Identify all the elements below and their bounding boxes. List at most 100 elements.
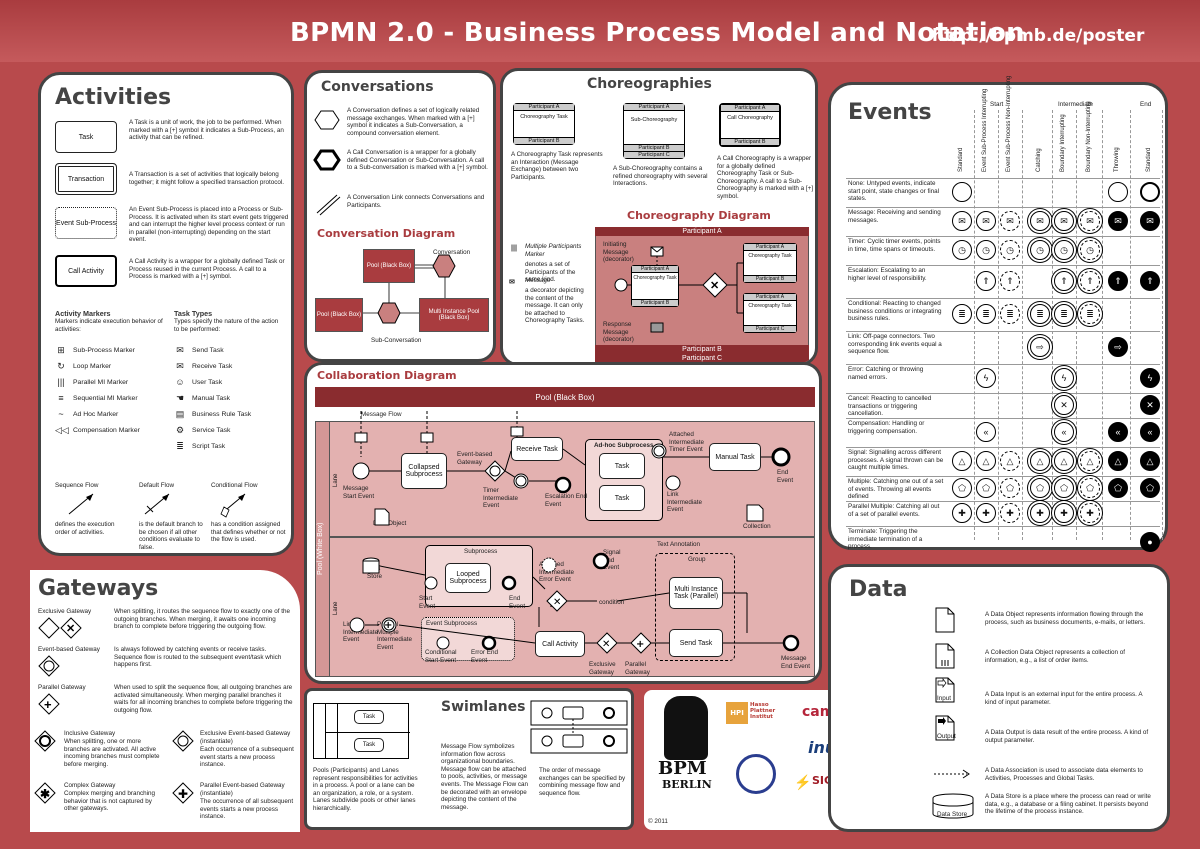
event-symbol-10-6-icon: ⬠ [1108, 478, 1128, 498]
group-end-label: End [1140, 101, 1152, 108]
events-row-divider [846, 476, 1160, 477]
choreographies-title: Choreographies [587, 76, 712, 92]
conditional-flow-desc: has a condition assigned that defines wh… [211, 521, 286, 544]
events-col-divider [1102, 110, 1103, 540]
collapsed-subprocess[interactable]: Collapsed Subprocess [401, 453, 447, 489]
loop-icon: ↻ [57, 361, 65, 371]
link-label: Link Intermediate Event [667, 491, 703, 514]
timer-label: Timer Intermediate Event [483, 487, 519, 510]
events-row-divider [846, 526, 1160, 527]
event-symbol-10-3-icon: ⬠ [1030, 478, 1050, 498]
activity-markers-title: Activity Markers [55, 309, 111, 318]
event-symbol-10-0-icon: ⬠ [952, 478, 972, 498]
error-end-label: Error End Event [471, 649, 498, 664]
choreographies-panel: Choreographies Participant A Choreograph… [500, 68, 818, 366]
conversation-desc: A Conversation defines a set of logicall… [347, 107, 480, 137]
poster-url[interactable]: http://bpmb.de/poster [932, 26, 1145, 46]
manual-task[interactable]: Manual Task [709, 443, 761, 471]
event-symbol-11-2-icon: ✚ [1000, 503, 1020, 523]
events-row-divider [846, 418, 1160, 419]
event-symbol-4-1-icon: ≣ [976, 304, 996, 324]
adhoc-task-1[interactable]: Task [599, 453, 645, 479]
events-col-header-6: Throwing [1114, 147, 1120, 172]
loop-marker: ↻Loop Marker [55, 361, 111, 372]
swimlanes-desc-3: The order of message exchanges can be sp… [539, 767, 626, 797]
event-symbol-10-2-icon: ⬠ [1000, 478, 1020, 498]
event-symbol-9-6-icon: △ [1108, 451, 1128, 471]
exclusive-gw-icon: ✕ [38, 617, 82, 639]
event-symbol-10-5-icon: ⬠ [1080, 478, 1100, 498]
data-output-desc: A Data Output is data result of the enti… [985, 729, 1149, 744]
events-col-header-2: Event Sub-Process Non-Interrupting [1006, 75, 1012, 172]
event-symbol-2-5-icon: ◷ [1080, 240, 1100, 260]
cond-start-label: Conditional Start Event [425, 649, 457, 664]
chor-task-desc: A Choreography Task represents an Intera… [511, 151, 603, 181]
parallel-gw-name: Parallel Gateway [38, 684, 86, 691]
call-chor-shape: Participant A Call Choreography Particip… [719, 103, 781, 147]
event-symbol-4-4-icon: ≣ [1054, 304, 1074, 324]
data-panel: Data A Data Object represents informatio… [828, 564, 1170, 832]
send-task[interactable]: Send Task [669, 629, 723, 657]
mi-task[interactable]: Multi Instance Task (Parallel) [669, 577, 723, 609]
user-task-type: ☺User Task [175, 377, 223, 387]
events-row-divider [846, 393, 1160, 394]
filled-envelope-icon: ✉ [176, 345, 184, 355]
data-output-label: Output [937, 733, 956, 740]
event-symbol-11-1-icon: ✚ [976, 503, 996, 523]
rewind-icon: ◁◁ [55, 425, 69, 435]
link-int-label: Link Intermediate Event [343, 621, 379, 644]
activities-panel: Activities Task A Task is a unit of work… [38, 72, 294, 556]
event-symbol-8-6-icon: « [1108, 422, 1128, 442]
exclusive-event-gw-name: Exclusive Event-based Gateway (instantia… [200, 730, 291, 745]
event-symbol-8-7-icon: « [1140, 422, 1160, 442]
events-row-divider [846, 236, 1160, 237]
send-task-type: ✉Send Task [174, 345, 223, 356]
event-symbol-11-4-icon: ✚ [1054, 503, 1074, 523]
event-subprocess-box: Event Subprocess [421, 617, 515, 661]
text-annotation-label: Text Annotation [657, 541, 701, 548]
events-row-label: Message: Receiving and sending messages. [848, 209, 941, 224]
task-shape: Task [55, 121, 117, 153]
events-col-divider [974, 110, 975, 540]
sequence-flow-title: Sequence Flow [55, 482, 99, 489]
call-activity-desc: A Call Activity is a wrapper for a globa… [129, 258, 285, 281]
event-symbol-6-4-icon: ϟ [1054, 368, 1074, 388]
copyright: © 2011 [648, 818, 668, 825]
event-symbol-9-7-icon: △ [1140, 451, 1160, 471]
call-activity[interactable]: Call Activity [535, 631, 585, 657]
hand-icon: ☚ [175, 393, 185, 403]
event-symbol-9-0-icon: △ [952, 451, 972, 471]
event-symbol-3-2-icon: ⇑ [1000, 271, 1020, 291]
parallel-event-gw-desc: The occurrence of all subsequent events … [200, 798, 294, 821]
events-col-header-0: Standard [958, 147, 964, 172]
events-row-label: Parallel Multiple: Catching all out of a… [848, 503, 940, 518]
event-symbol-2-1-icon: ◷ [976, 240, 996, 260]
collaboration-title: Collaboration Diagram [317, 369, 457, 382]
events-row-divider [846, 178, 1160, 179]
conversation-link-desc: A Conversation Link connects Conversatio… [347, 194, 485, 209]
svg-text:✕: ✕ [553, 597, 561, 608]
event-symbol-10-7-icon: ⬠ [1140, 478, 1160, 498]
looped-subprocess[interactable]: Looped Subprocess [445, 563, 491, 593]
complex-gw-desc: Complex merging and branching behavior t… [64, 790, 156, 813]
event-symbol-8-1-icon: « [976, 422, 996, 442]
receive-task[interactable]: Receive Task [511, 437, 563, 461]
task-types-title: Task Types [174, 309, 213, 318]
call-conversation-desc: A Call Conversation is a wrapper for a g… [347, 149, 488, 172]
events-col-header-1: Event Sub-Process Interrupting [982, 88, 988, 172]
swimlane-pool-diagram: Task Task [313, 703, 410, 759]
events-col-divider [1022, 110, 1023, 540]
parallel-bars-icon: ||| [57, 377, 65, 387]
sequence-flow-desc: defines the execution order of activitie… [55, 521, 115, 536]
resp-msg-label: Response Message (decorator) [603, 321, 634, 344]
end-label: End Event [777, 469, 794, 484]
manual-task-type: ☚Manual Task [175, 393, 231, 403]
event-symbol-7-7-icon: ✕ [1140, 395, 1160, 415]
escalation-label: Escalation End Event [545, 493, 588, 508]
chor-bottom-participant-b: Participant B [595, 345, 809, 354]
adhoc-task-2[interactable]: Task [599, 485, 645, 511]
msg-start-label: Message Start Event [343, 485, 375, 500]
parallel-event-gw-name: Parallel Event-based Gateway (instantiat… [200, 782, 285, 797]
swimlanes-panel: Swimlanes Task Task Pools (Participants)… [304, 688, 634, 830]
event-symbol-3-7-icon: ⇑ [1140, 271, 1160, 291]
